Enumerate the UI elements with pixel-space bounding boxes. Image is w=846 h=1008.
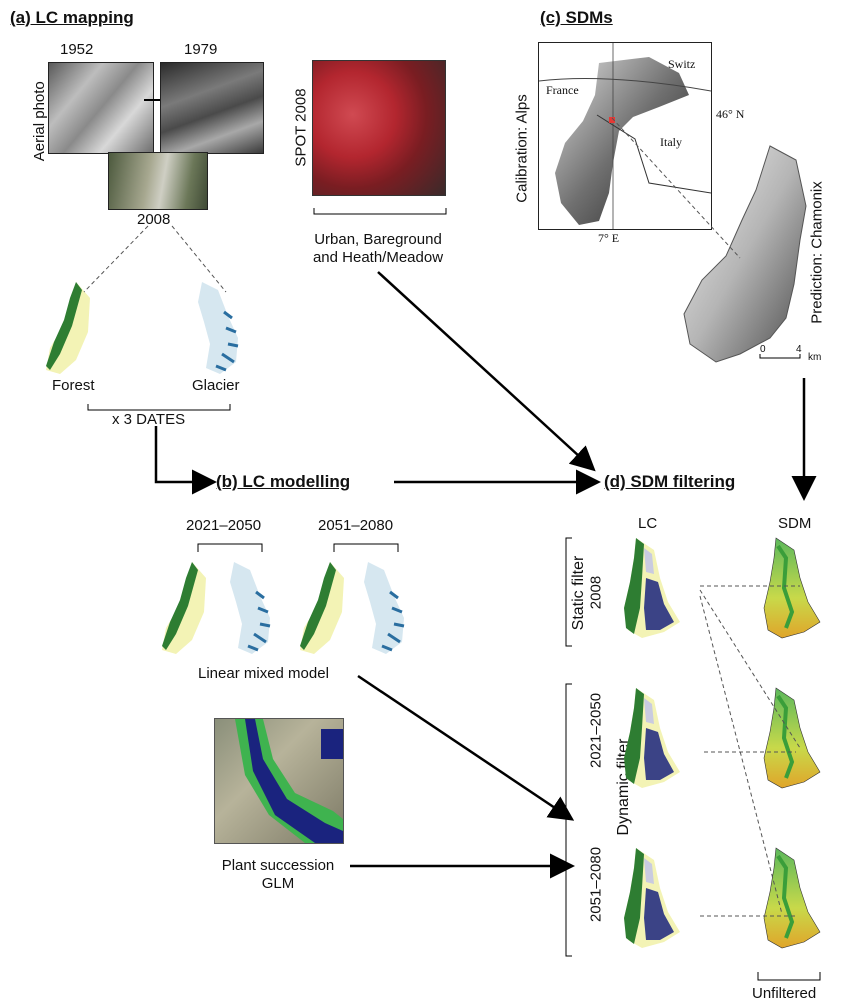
sdm-map-2008 [762, 536, 822, 640]
dates-label: x 3 DATES [112, 411, 186, 428]
linear-mixed-model-label: Linear mixed model [198, 665, 329, 682]
glacier-label: Glacier [192, 377, 240, 394]
spot-2008-image [312, 60, 446, 196]
period-2051-2080: 2051–2080 [318, 517, 394, 534]
period-2021-2050: 2021–2050 [186, 517, 262, 534]
year-1952: 1952 [60, 41, 94, 58]
label-switz: Switz [668, 57, 696, 71]
static-filter-bracket [565, 537, 572, 647]
scale-km: km [808, 352, 822, 363]
panel-a-title: (a) LC mapping [10, 8, 134, 27]
filter-dash-lines [699, 585, 801, 917]
label-italy: Italy [660, 135, 682, 149]
panel-b-title: (b) LC modelling [216, 472, 351, 491]
sdm-map-2051 [762, 846, 822, 950]
lc-map-2051 [624, 848, 680, 948]
aerial-photo-2008 [108, 152, 208, 210]
bracket-2021 [197, 543, 263, 552]
succession-line1: Plant succession [221, 857, 335, 874]
unfiltered-bracket [757, 972, 821, 981]
scale-bar [759, 354, 801, 359]
succession-overlay [235, 719, 343, 843]
succession-line2: GLM [261, 875, 295, 892]
column-lc: LC [638, 515, 658, 532]
aerial-photo-1979 [160, 62, 264, 154]
panel-c-title: (c) SDMs [540, 8, 613, 27]
dash-2008-to-glacier [171, 225, 227, 293]
scale-zero: 0 [760, 344, 766, 355]
plant-succession-image [214, 718, 344, 844]
column-sdm: SDM [778, 515, 812, 532]
spot-caption-line2: and Heath/Meadow [312, 249, 444, 266]
lc-map-2021 [624, 688, 680, 788]
aerial-photo-1952 [48, 62, 154, 154]
bracket-2051 [333, 543, 399, 552]
dash-alps-to-chamonix [611, 117, 741, 259]
glacier-map-2051 [362, 560, 406, 656]
glacier-map-2021 [228, 560, 272, 656]
forest-label: Forest [52, 377, 95, 394]
sdm-map-2021 [762, 686, 822, 790]
flow-arrows [154, 271, 817, 879]
spot-caption-line1: Urban, Bareground [314, 231, 442, 248]
alps-map [538, 42, 712, 230]
panel-d-title: (d) SDM filtering [604, 472, 736, 491]
scale-four: 4 [796, 344, 802, 355]
forest-map-2051 [300, 562, 344, 654]
alps-relief [539, 43, 711, 229]
label-longitude: 7° E [598, 231, 620, 245]
label-france: France [546, 83, 579, 97]
forest-map-2021 [162, 562, 206, 654]
dates-bracket [87, 404, 231, 411]
lc-map-2008 [624, 538, 680, 638]
dash-2008-to-forest [83, 225, 149, 293]
dynamic-filter-bracket [565, 683, 572, 957]
forest-map [46, 282, 90, 374]
label-latitude: 46° N [716, 107, 745, 121]
year-2008: 2008 [137, 211, 171, 228]
glacier-map [196, 280, 240, 376]
spot-bracket [313, 208, 447, 215]
year-1979: 1979 [184, 41, 218, 58]
unfiltered-label: Unfiltered [752, 985, 817, 1002]
